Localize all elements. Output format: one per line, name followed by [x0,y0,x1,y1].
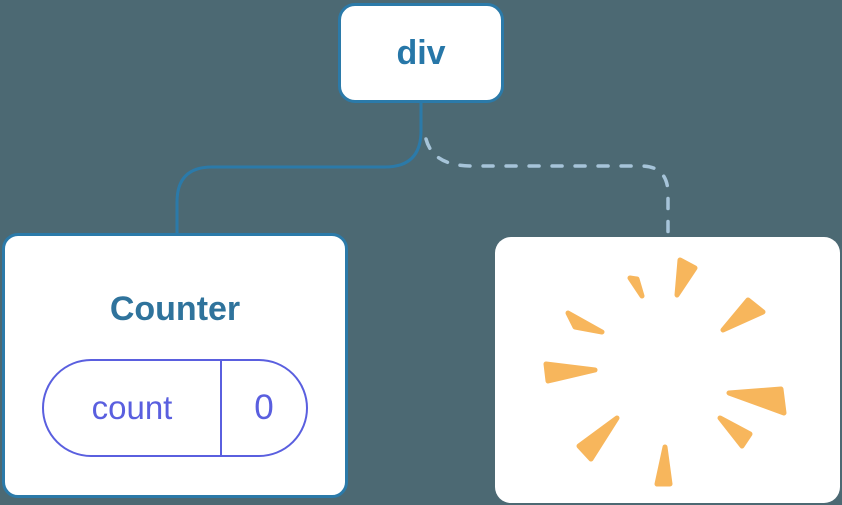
solid-connector-line [175,101,423,236]
state-value-label: 0 [254,388,274,427]
dashed-connector-line [424,137,670,240]
burst-ray [543,361,598,384]
state-pill: count 0 [42,359,308,457]
tree-node-div: div [338,3,504,103]
div-node-label: div [396,33,446,72]
burst-ray [576,415,620,462]
poof-icon [543,257,787,487]
burst-ray [654,444,673,487]
burst-ray [726,386,787,416]
state-key-label: count [44,361,222,455]
burst-ray [720,297,766,333]
counter-title: Counter [109,290,241,328]
burst-ray [627,275,645,299]
tree-node-removed [495,237,840,503]
burst-ray [717,415,753,449]
burst-ray [565,310,605,335]
tree-node-counter: Counter count 0 [2,233,348,498]
burst-ray [674,257,698,298]
